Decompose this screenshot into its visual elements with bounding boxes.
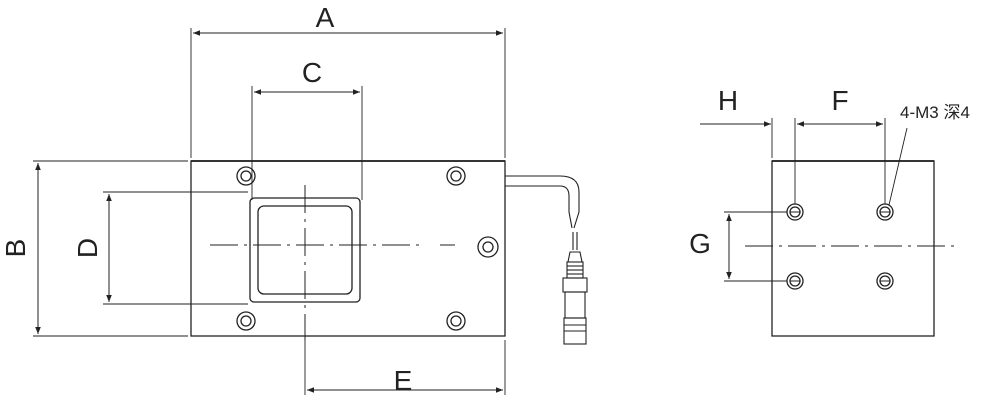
side-housing-outline [771, 160, 935, 337]
side-extension-lines [724, 118, 886, 282]
thread-note-leader [888, 127, 908, 206]
mounting-hole [446, 311, 466, 331]
threaded-hole [876, 272, 894, 290]
dimension-label-b: B [0, 239, 31, 258]
mounting-hole [446, 166, 466, 186]
extension-lines [33, 28, 506, 395]
dimension-label-f: F [831, 85, 848, 116]
dimension-label-c: C [302, 57, 322, 88]
center-lines [210, 185, 420, 340]
connector [562, 251, 588, 345]
front-view [33, 28, 588, 395]
housing-outline [190, 160, 506, 337]
sensing-window-outer [249, 197, 361, 303]
dimension-label-g: G [689, 228, 711, 259]
cable-gland [477, 236, 499, 258]
dimension-label-d: D [72, 238, 103, 258]
dimension-label-e: E [394, 365, 413, 396]
sensing-window-inner [257, 205, 353, 295]
dimension-label-a: A [316, 2, 335, 33]
mounting-hole [236, 311, 256, 331]
thread-note: 4-M3 深4 [900, 103, 970, 122]
side-view [700, 118, 955, 337]
cable [505, 175, 580, 250]
mounting-hole [236, 166, 256, 186]
dimension-label-h: H [718, 85, 738, 116]
